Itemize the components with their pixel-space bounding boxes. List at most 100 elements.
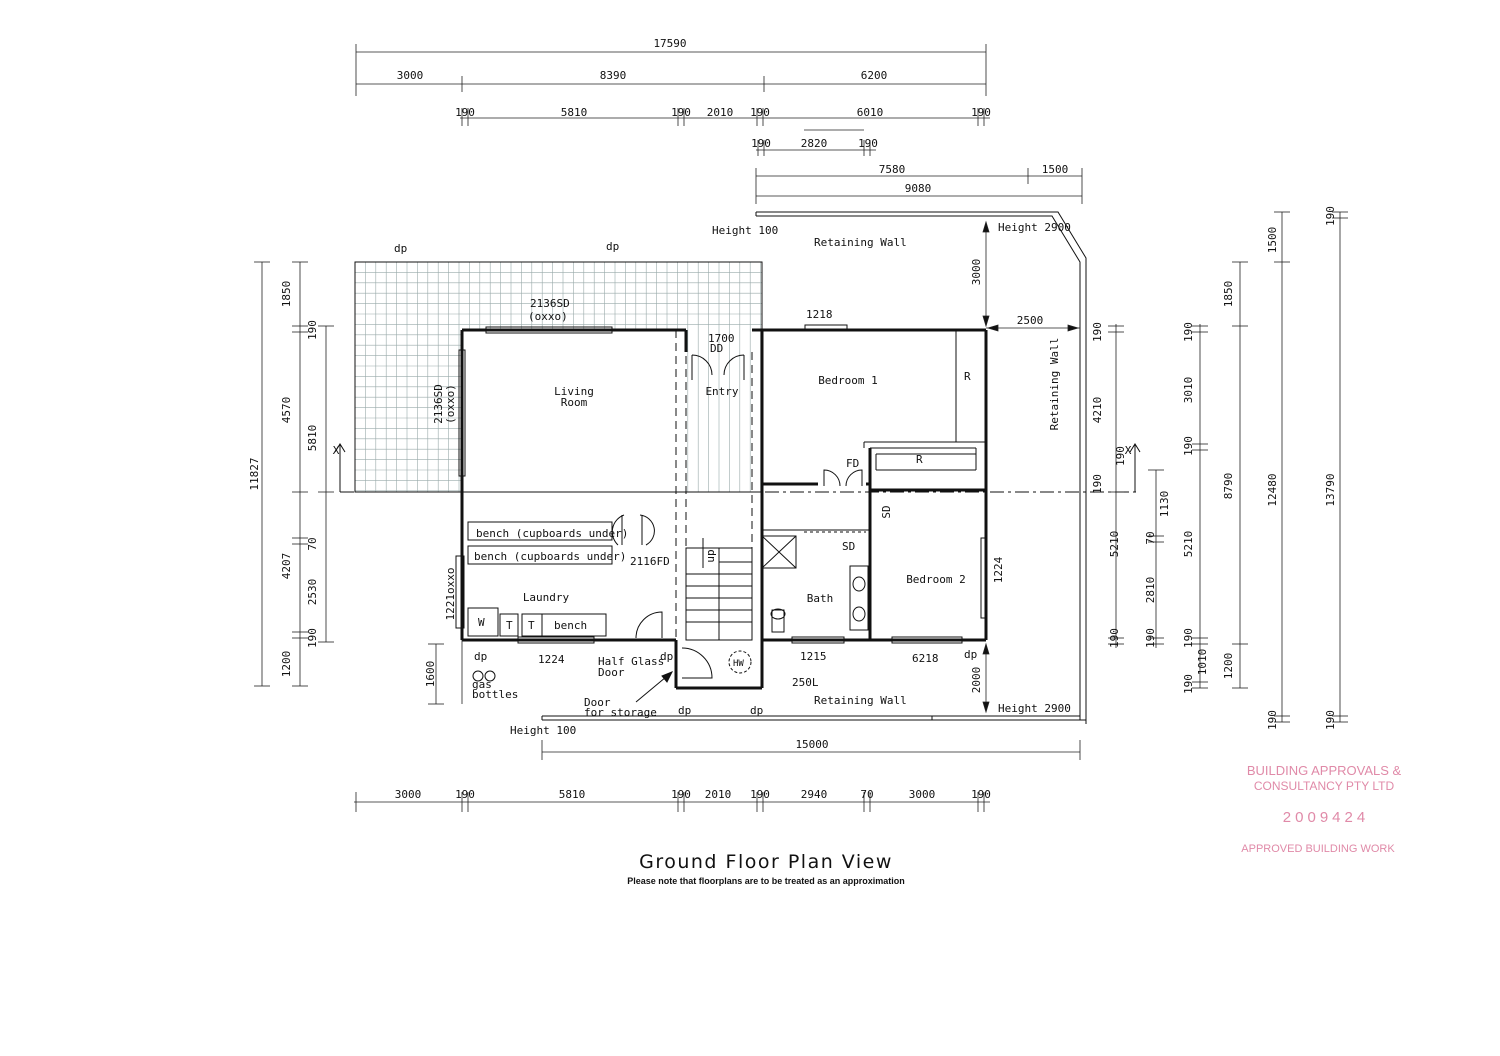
dim-3000: 3000 [909,788,936,801]
storage-door-label: Door [584,696,611,709]
dim-1500: 1500 [1266,227,1279,254]
dim-1500: 1500 [1042,163,1069,176]
approval-stamp: BUILDING APPROVALS & CONSULTANCY PTY LTD… [1241,763,1401,855]
dim-6010: 6010 [857,106,884,119]
dim-190: 190 [1114,446,1127,466]
window-label: 2136SD [530,297,570,310]
dim-2010: 2010 [707,106,734,119]
dim-70: 70 [306,537,319,550]
gas-bottles-label: bottles [472,688,518,701]
downpipe-label: dp [660,650,673,663]
dim-1850: 1850 [280,281,293,308]
section-marker-right: X [1125,444,1132,457]
window-label: 1215 [800,650,827,663]
door-label: 2116FD [630,555,670,568]
dim-190: 190 [858,137,878,150]
height-label: Height 2900 [998,702,1071,715]
storage-door-label: for storage [584,706,657,719]
top-dimension-lines [355,44,1083,204]
dim-190: 190 [671,788,691,801]
dim-3000: 3000 [395,788,422,801]
dim-2810: 2810 [1144,577,1157,604]
dim-9080: 9080 [905,182,932,195]
door-label: Half Glass [598,655,664,668]
tub-label: T [528,619,535,632]
window-label: 6218 [912,652,939,665]
dim-190: 190 [1182,436,1195,456]
dim-12480: 12480 [1266,473,1279,506]
bottom-dimension-lines [354,740,1081,812]
retaining-dimension-lines [982,220,1080,714]
downpipe-label: dp [964,648,977,661]
dim-15000: 15000 [795,738,828,751]
plan-title: Ground Floor Plan View [639,851,893,873]
dim-190: 190 [750,788,770,801]
dim-2530: 2530 [306,579,319,606]
stamp-approved: APPROVED BUILDING WORK [1241,843,1395,855]
dim-2820: 2820 [801,137,828,150]
gas-bottles-label: gas [472,678,492,691]
laundry-fixtures [467,521,613,637]
dim-3010: 3010 [1182,377,1195,404]
dim-2940: 2940 [801,788,828,801]
dim-1850: 1850 [1222,281,1235,308]
bath-fixtures [761,535,869,633]
hot-water-capacity-label: 250L [792,676,819,689]
window-label: 1224 [538,653,565,666]
dim-1130: 1130 [1158,491,1171,518]
dim-2000: 2000 [970,667,983,694]
door-label: DD [710,342,723,355]
dim-1010: 1010 [1196,649,1209,676]
dim-1200: 1200 [1222,653,1235,680]
dim-3000: 3000 [397,69,424,82]
dim-190: 190 [751,137,771,150]
dim-70: 70 [860,788,873,801]
dim-5210: 5210 [1108,531,1121,558]
room-label-living: Living [554,385,594,398]
room-label-bedroom-2: Bedroom 2 [906,573,966,586]
dim-8390: 8390 [600,69,627,82]
dim-11827: 11827 [248,457,261,490]
height-label: Height 100 [510,724,576,737]
dim-13790: 13790 [1324,473,1337,506]
dim-190: 190 [971,106,991,119]
bench-label: bench (cupboards under) [474,550,626,563]
dim-190: 190 [1182,674,1195,694]
room-label-bath: Bath [807,592,834,605]
dim-190: 190 [1108,628,1121,648]
dim-190: 190 [1091,322,1104,342]
dim-8790: 8790 [1222,473,1235,500]
dim-2010: 2010 [705,788,732,801]
door-label: Door [598,666,625,679]
stairs [685,547,753,641]
dim-17590: 17590 [653,37,686,50]
window-label: 1218 [806,308,833,321]
plan-note: Please note that floorplans are to be tr… [627,876,905,886]
storage-arrow-icon [635,671,674,703]
dim-190: 190 [1144,628,1157,648]
dim-5810: 5810 [306,425,319,452]
downpipe-label: dp [678,704,691,717]
dim-7580: 7580 [879,163,906,176]
downpipe-label: dp [606,240,619,253]
door-label: FD [846,457,859,470]
dim-190: 190 [971,788,991,801]
retaining-wall-label: Retaining Wall [814,694,907,707]
dim-190: 190 [671,106,691,119]
dim-190: 190 [1182,628,1195,648]
windows [455,324,988,644]
dim-190: 190 [1266,710,1279,730]
room-label-laundry: Laundry [523,591,570,604]
dim-4210: 4210 [1091,397,1104,424]
section-marker-left: X [333,444,340,457]
door-label: 1700 [708,332,735,345]
house-walls [460,328,988,690]
downpipe-label: dp [750,704,763,717]
room-label-entry: Entry [705,385,738,398]
robe-label: R [964,370,971,383]
retaining-walls [541,211,1087,724]
dim-1200: 1200 [280,651,293,678]
doors [611,354,871,679]
dim-190: 190 [455,788,475,801]
